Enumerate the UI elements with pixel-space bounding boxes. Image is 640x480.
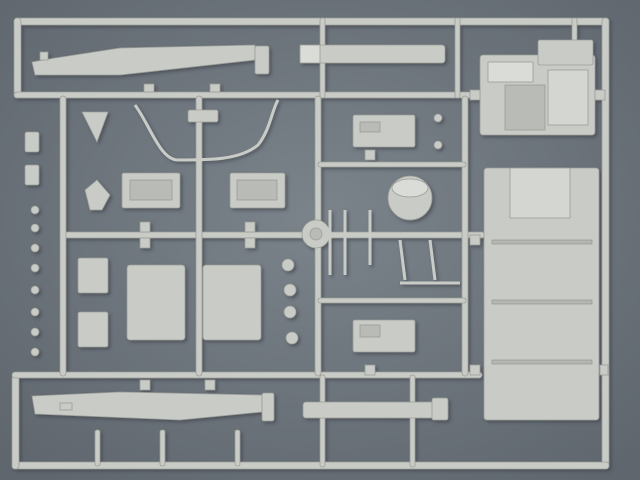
bracket-lower-left — [77, 257, 109, 348]
bracket-mid-left — [84, 179, 111, 211]
small-parts-column — [24, 113, 443, 357]
small-plate-upper — [352, 114, 416, 148]
large-block-right — [202, 264, 262, 341]
bottom-bar-part — [302, 397, 449, 421]
drum-part — [387, 175, 433, 221]
engine-block-part — [479, 39, 596, 136]
large-block-left — [126, 264, 186, 341]
small-plate-lower — [352, 319, 416, 353]
floor-panel — [483, 167, 600, 421]
top-bar-part — [299, 44, 446, 64]
chassis-rail-lower — [31, 391, 275, 422]
bracket-top-left — [81, 109, 219, 144]
wire-parts — [133, 99, 460, 285]
sprue-gates — [139, 83, 609, 391]
sprue-frame — [11, 17, 610, 470]
chassis-rail-upper — [31, 44, 270, 76]
seat-frame-right — [229, 172, 286, 209]
seat-frame-left — [121, 172, 181, 209]
